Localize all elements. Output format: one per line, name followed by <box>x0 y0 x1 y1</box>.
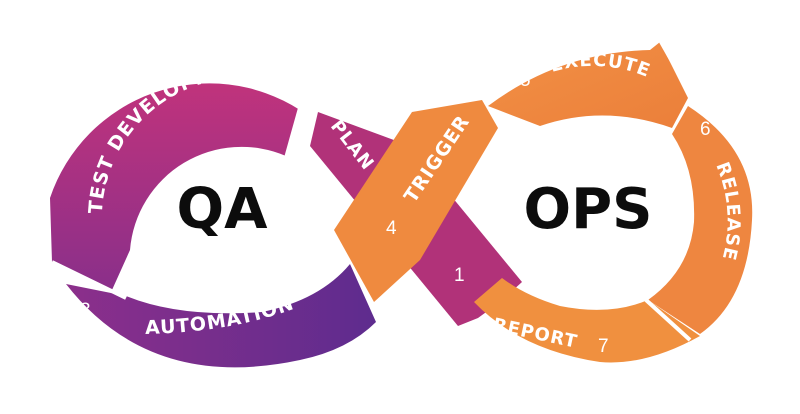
step-number-6: 6 <box>700 119 711 140</box>
segment-trigger <box>334 100 498 302</box>
step-number-7: 7 <box>598 336 609 357</box>
divider-plan-test <box>284 107 302 159</box>
step-number-3: 3 <box>80 300 91 321</box>
divider-execute-release <box>658 39 696 101</box>
step-number-5: 5 <box>520 70 531 91</box>
divider-report-release <box>644 298 692 342</box>
segment-report <box>474 278 700 363</box>
center-label-ops: OPS <box>524 177 653 242</box>
segment-test-development <box>50 83 300 290</box>
step-number-2: 2 <box>286 74 297 95</box>
divider-test-automation <box>51 260 127 300</box>
segment-execute <box>488 42 688 128</box>
center-label-qa: QA <box>177 177 269 242</box>
segment-automation <box>66 264 376 368</box>
step-number-4: 4 <box>386 218 397 239</box>
segment-release <box>648 106 753 334</box>
step-number-1: 1 <box>454 265 465 286</box>
